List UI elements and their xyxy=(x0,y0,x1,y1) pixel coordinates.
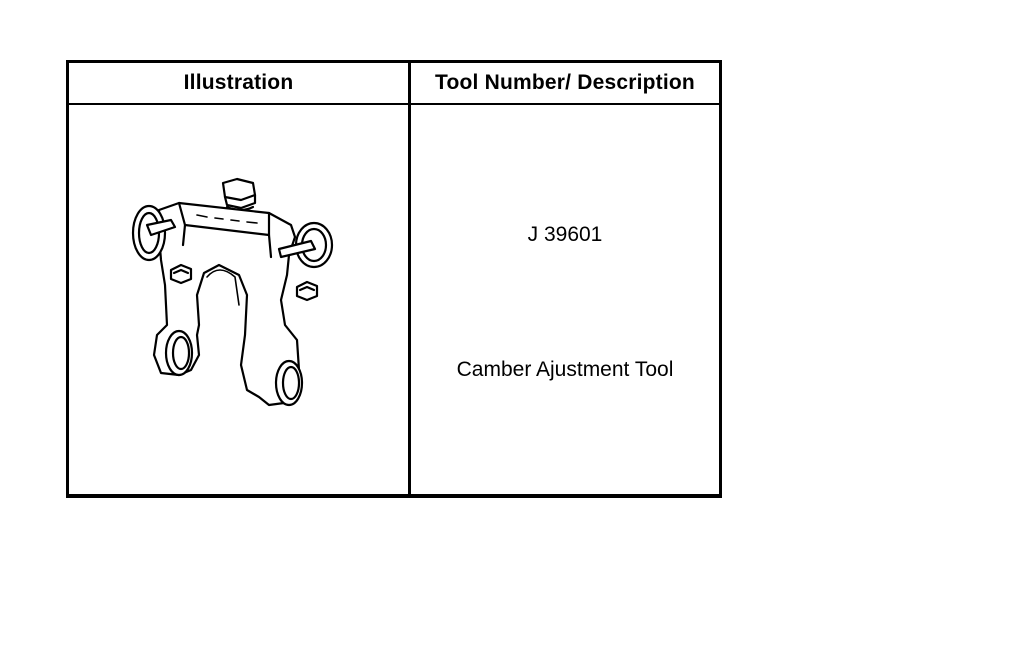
header-illustration: Illustration xyxy=(183,71,294,94)
camber-adjustment-tool-icon xyxy=(131,177,334,407)
illustration-cell xyxy=(69,105,408,495)
tool-table: Illustration Tool Number/ Description xyxy=(66,60,722,498)
column-divider xyxy=(408,63,411,495)
header-tool-number-description: Tool Number/ Description xyxy=(435,71,695,94)
header-divider xyxy=(69,103,719,105)
table-bottom-rule xyxy=(69,494,719,495)
tool-description: Camber Ajustment Tool xyxy=(456,358,674,381)
tool-number: J 39601 xyxy=(527,223,603,246)
